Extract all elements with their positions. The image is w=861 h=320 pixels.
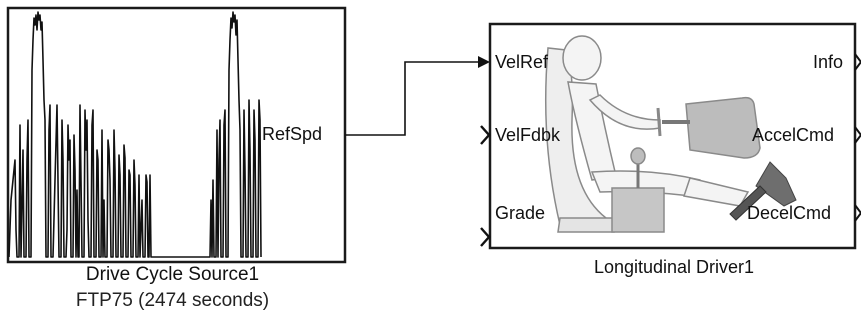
refspd-to-velref-signal-line[interactable]	[345, 61, 478, 136]
decelcmd-output-port-label: DecelCmd	[747, 203, 832, 223]
accelcmd-output-port-icon[interactable]	[854, 126, 861, 144]
drive-cycle-source-block[interactable]	[6, 6, 347, 264]
velfdbk-input-port-icon[interactable]	[480, 125, 491, 145]
decelcmd-output-port-icon[interactable]	[854, 204, 861, 222]
accelerator-pedal-icon	[755, 161, 797, 207]
driver-block-name: Longitudinal Driver1	[593, 257, 755, 277]
brake-pedal-icon	[729, 185, 767, 221]
drive-cycle-block-name: Drive Cycle Source1	[85, 264, 260, 285]
steering-wheel-icon	[656, 107, 690, 137]
velfdbk-input-port-label: VelFdbk	[495, 125, 561, 145]
gear-shift-icon	[611, 147, 665, 233]
grade-input-port-icon[interactable]	[480, 227, 491, 247]
accelcmd-output-port-label: AccelCmd	[752, 125, 835, 145]
signal-arrowhead-icon	[478, 56, 490, 68]
info-output-port-label: Info	[813, 52, 844, 72]
longitudinal-driver-block[interactable]	[480, 22, 861, 250]
grade-input-port-label: Grade	[495, 203, 546, 223]
info-output-port-icon[interactable]	[854, 53, 861, 71]
refspd-output-port-label: RefSpd	[262, 124, 323, 144]
driver-figure-icon	[544, 35, 761, 233]
velref-input-port-label: VelRef	[495, 52, 549, 72]
speed-trace-plot-icon	[8, 11, 262, 258]
drive-cycle-block-subtitle: FTP75 (2474 seconds)	[75, 290, 270, 311]
